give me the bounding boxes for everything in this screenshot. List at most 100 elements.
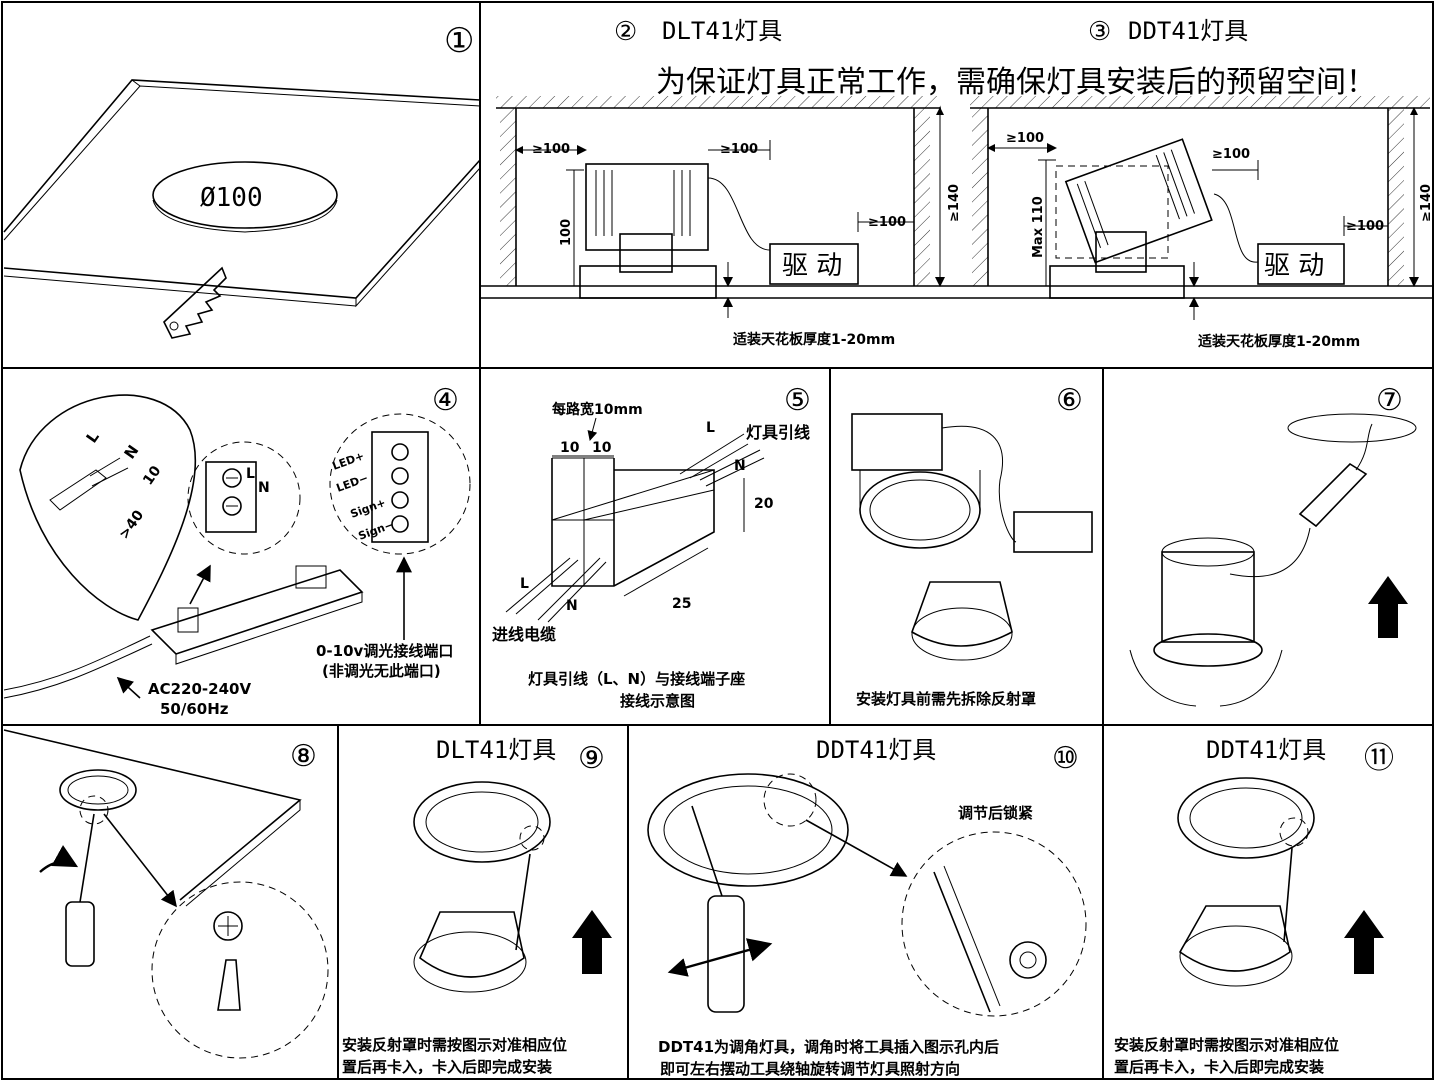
strip-depth: 20 xyxy=(754,496,774,512)
panel-2-dlt41-clearance: 驱 动 ≥100 ≥100 ≥100 100 ≥140 适装天花板厚度1-20m… xyxy=(480,96,962,348)
driver-label-2: 驱 动 xyxy=(782,251,842,281)
terminal-N: N xyxy=(258,480,270,496)
up-arrow-icon xyxy=(1344,910,1384,974)
panel-1-cut-hole: ① Ø100 xyxy=(3,21,481,339)
terminal-led-plus: LED+ xyxy=(331,449,366,472)
terminal-L: L xyxy=(246,466,255,482)
screw-detail xyxy=(151,881,329,1059)
saw-icon xyxy=(163,266,227,339)
panel-number-7: ⑦ xyxy=(1376,383,1403,418)
input-terminal-detail xyxy=(187,441,301,555)
terminal-led-minus: LED− xyxy=(335,471,370,494)
ac-frequency-label: 50/60Hz xyxy=(160,700,229,718)
dim-driver-2: ≥100 xyxy=(868,215,906,230)
panel-6-caption: 安装灯具前需先拆除反射罩 xyxy=(856,690,1036,708)
clearance-warning: 为保证灯具正常工作，需确保灯具安装后的预留空间！ xyxy=(656,65,1376,100)
channel-width-1: 10 xyxy=(560,440,580,456)
panel-5-caption-1: 灯具引线（L、N）与接线端子座 xyxy=(528,670,745,688)
wire-L: L xyxy=(83,428,103,447)
dim-right-2: ≥100 xyxy=(720,142,758,157)
dim-right-3: ≥100 xyxy=(1212,147,1250,162)
panel-number-6: ⑥ xyxy=(1056,383,1083,418)
panel-number-4: ④ xyxy=(432,383,459,418)
channel-width-2: 10 xyxy=(592,440,612,456)
dim-height-2: 100 xyxy=(559,219,574,246)
panel-6-remove-reflector: ⑥ 安装灯具前需先拆除反射罩 xyxy=(851,383,1093,708)
panel-5-caption-2: 接线示意图 xyxy=(620,692,695,710)
reflector-9 xyxy=(419,911,525,978)
lead-N: N xyxy=(734,458,746,474)
dim-total-3: ≥140 xyxy=(1419,184,1434,222)
terminal-sign-plus: Sign+ xyxy=(349,496,388,521)
reflector-6 xyxy=(911,581,1013,647)
lead-wire-label: 灯具引线 xyxy=(746,423,810,442)
dim-left-2: ≥100 xyxy=(532,142,570,157)
panel-number-11: ⑪ xyxy=(1364,741,1394,776)
per-channel-width-note: 每路宽10mm xyxy=(552,401,643,418)
adjust-hole-detail xyxy=(901,831,1087,1017)
wire-strip-detail-bubble xyxy=(19,394,197,621)
panel-7-insert-luminaire: ⑦ xyxy=(1129,383,1417,707)
input-N: N xyxy=(566,598,578,614)
panel-11-ddt41-reflector: DDT41灯具 ⑪ 安装反射罩时需按图示对准相应位 置后再卡入，卡入后即完成安装 xyxy=(1114,736,1394,1076)
cutout-hole xyxy=(152,161,338,229)
panel-number-3: ③ xyxy=(1088,17,1111,47)
panel-number-2: ② xyxy=(614,17,637,47)
dim-left-3: ≥100 xyxy=(1006,131,1044,146)
panel-8-fix-screw: ⑧ xyxy=(3,729,329,1059)
panel-number-9: ⑨ xyxy=(578,741,605,776)
luminaire-7 xyxy=(1161,551,1255,643)
panel-10-caption-2: 即可左右摆动工具绕轴旋转调节灯具照射方向 xyxy=(660,1060,960,1078)
screwdriver-icon xyxy=(691,805,745,1013)
dim-height-3: Max 110 xyxy=(1031,196,1046,258)
panel-2-title: DLT41灯具 xyxy=(662,17,782,45)
panel-3-title: DDT41灯具 xyxy=(1128,17,1248,45)
panel-9-title: DLT41灯具 xyxy=(436,736,556,764)
panel-10-caption-1: DDT41为调角灯具，调角时将工具插入图示孔内后 xyxy=(658,1038,999,1056)
ac-voltage-label: AC220-240V xyxy=(148,680,251,698)
up-arrow-icon xyxy=(1368,576,1408,638)
panel-number-5: ⑤ xyxy=(784,383,811,418)
driver-box-2 xyxy=(769,243,859,285)
screwdriver-icon xyxy=(65,813,95,967)
panel-4-wiring: ④ L N 10 >40 L N LED+ LED− Sign+ Sign− xyxy=(3,383,471,718)
input-L: L xyxy=(520,576,529,592)
lock-after-adjust-note: 调节后锁紧 xyxy=(958,804,1033,822)
panel-10-ddt41-adjust: DDT41灯具 ⑩ 调节后锁紧 DDT41为调角灯具，调角时将工具插入图示孔内后… xyxy=(647,736,1087,1078)
panel-5-terminal-block: ⑤ 每路宽10mm 10 10 L 灯具引线 N 20 25 L N 进线电缆 … xyxy=(492,383,811,710)
strip-length-10: 10 xyxy=(140,463,164,488)
panel-9-dlt41-reflector: DLT41灯具 ⑨ 安装反射罩时需按图示对准相应位 置后再卡入，卡入后即完成安装 xyxy=(342,736,612,1076)
hole-diameter-label: Ø100 xyxy=(200,183,263,213)
dim-driver-3: ≥100 xyxy=(1346,219,1384,234)
ceiling-note-2: 适装天花板厚度1-20mm xyxy=(733,331,895,348)
panel-11-title: DDT41灯具 xyxy=(1206,736,1326,764)
driver-box-6 xyxy=(1013,511,1093,553)
panel-number-10: ⑩ xyxy=(1052,741,1079,776)
panel-3-ddt41-clearance: 驱 动 ≥100 ≥100 ≥100 Max 110 ≥140 适装天花板厚度1… xyxy=(962,96,1434,350)
panel-number-1: ① xyxy=(444,21,474,61)
strip-length-40: >40 xyxy=(116,507,147,542)
driver-box-3 xyxy=(1257,243,1345,285)
strip-length: 25 xyxy=(672,596,691,612)
up-arrow-icon xyxy=(572,910,612,974)
dimming-port-label: 0-10v调光接线端口 xyxy=(316,642,453,660)
dim-total-2: ≥140 xyxy=(947,184,962,222)
driver-7 xyxy=(1298,462,1368,528)
panel-10-title: DDT41灯具 xyxy=(816,736,936,764)
tilted-luminaire-body xyxy=(1064,138,1213,264)
terminal-sign-minus: Sign− xyxy=(357,518,396,543)
panel-11-caption-1: 安装反射罩时需按图示对准相应位 xyxy=(1114,1036,1339,1054)
input-cable-label: 进线电缆 xyxy=(492,625,556,644)
panel-9-caption-1: 安装反射罩时需按图示对准相应位 xyxy=(342,1036,567,1054)
dimming-terminal-detail xyxy=(329,413,471,555)
panel-2-3-header: ② DLT41灯具 ③ DDT41灯具 为保证灯具正常工作，需确保灯具安装后的预… xyxy=(614,17,1376,100)
ceiling-note-3: 适装天花板厚度1-20mm xyxy=(1198,333,1360,350)
panel-9-caption-2: 置后再卡入，卡入后即完成安装 xyxy=(342,1058,553,1076)
dimming-port-note: (非调光无此端口) xyxy=(322,662,441,680)
driver-label-3: 驱 动 xyxy=(1264,251,1324,281)
lead-L: L xyxy=(706,420,715,436)
wire-N: N xyxy=(121,442,143,463)
